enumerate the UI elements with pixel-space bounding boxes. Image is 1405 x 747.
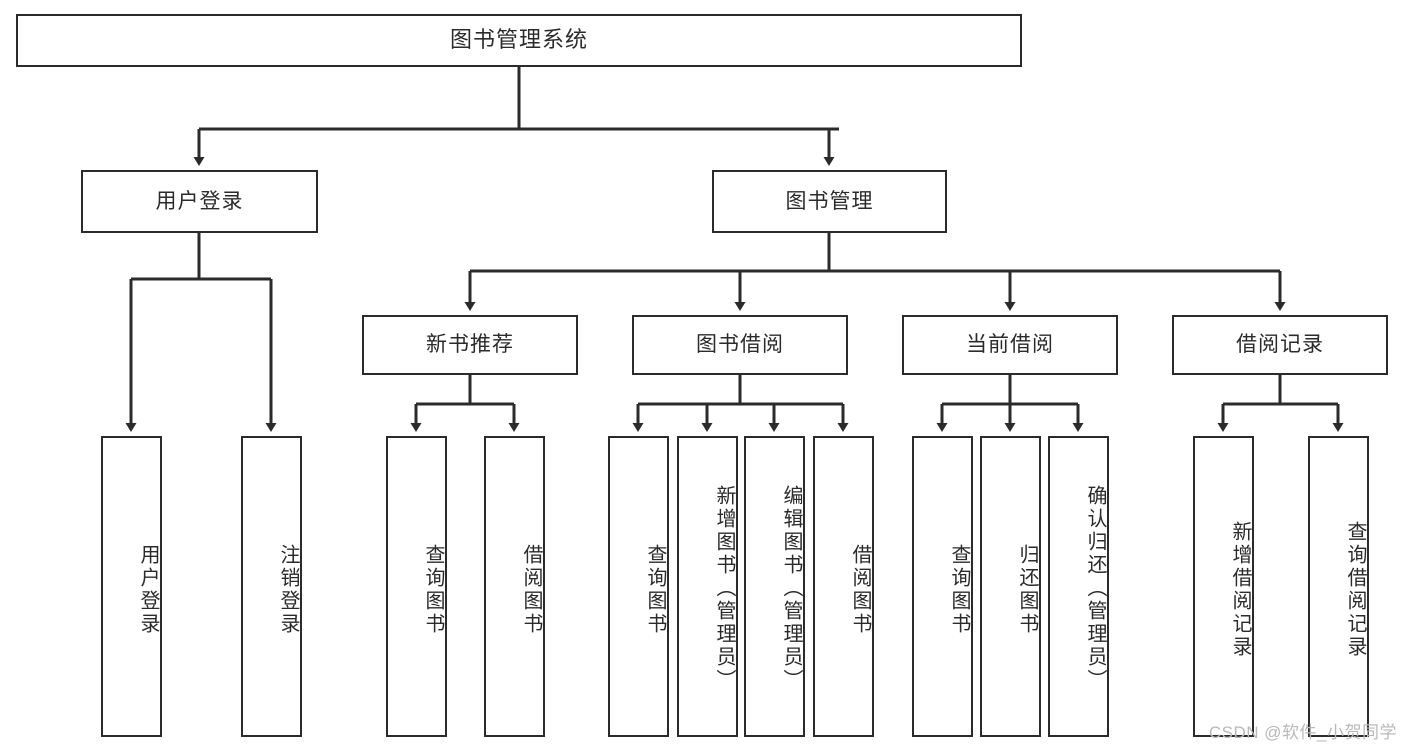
leaf-confirm-return-admin-label: 确认归还（管理员） <box>1084 485 1106 692</box>
node-root[interactable]: 图书管理系统 <box>16 14 1022 67</box>
leaf-query-book-current-label: 查询图书 <box>948 543 970 636</box>
node-root-label: 图书管理系统 <box>449 27 588 53</box>
node-new-book-recommend[interactable]: 新书推荐 <box>362 315 578 375</box>
leaf-borrow-book[interactable]: 借阅图书 <box>813 436 874 737</box>
leaf-query-book-newbook-label: 查询图书 <box>422 543 444 636</box>
node-borrow-record[interactable]: 借阅记录 <box>1172 315 1388 375</box>
node-new-book-recommend-label: 新书推荐 <box>426 333 514 357</box>
leaf-query-book-current[interactable]: 查询图书 <box>912 436 973 737</box>
leaf-query-book-newbook[interactable]: 查询图书 <box>386 436 447 737</box>
leaf-query-book-borrow[interactable]: 查询图书 <box>608 436 669 737</box>
node-user-login[interactable]: 用户登录 <box>81 170 318 233</box>
leaf-add-book-admin[interactable]: 新增图书（管理员） <box>677 436 738 737</box>
node-book-manage-label: 图书管理 <box>785 189 874 213</box>
node-borrow-record-label: 借阅记录 <box>1236 333 1324 357</box>
leaf-logout-label: 注销登录 <box>277 543 299 636</box>
leaf-borrow-book-newbook[interactable]: 借阅图书 <box>484 436 545 737</box>
leaf-user-login[interactable]: 用户登录 <box>101 436 162 737</box>
leaf-borrow-book-label: 借阅图书 <box>849 543 871 636</box>
leaf-user-login-label: 用户登录 <box>137 543 159 636</box>
node-current-borrow[interactable]: 当前借阅 <box>902 315 1118 375</box>
node-current-borrow-label: 当前借阅 <box>966 333 1054 357</box>
node-book-borrow[interactable]: 图书借阅 <box>632 315 848 375</box>
leaf-add-book-admin-label: 新增图书（管理员） <box>713 485 735 692</box>
node-book-manage[interactable]: 图书管理 <box>712 170 947 233</box>
leaf-add-borrow-record[interactable]: 新增借阅记录 <box>1193 436 1254 737</box>
leaf-add-borrow-record-label: 新增借阅记录 <box>1229 520 1251 659</box>
leaf-query-borrow-record-label: 查询借阅记录 <box>1344 520 1366 659</box>
leaf-confirm-return-admin[interactable]: 确认归还（管理员） <box>1048 436 1109 737</box>
leaf-edit-book-admin[interactable]: 编辑图书（管理员） <box>744 436 805 737</box>
leaf-return-book-label: 归还图书 <box>1016 543 1038 636</box>
leaf-return-book[interactable]: 归还图书 <box>980 436 1041 737</box>
leaf-borrow-book-newbook-label: 借阅图书 <box>520 543 542 636</box>
node-user-login-label: 用户登录 <box>155 189 244 213</box>
leaf-query-borrow-record[interactable]: 查询借阅记录 <box>1308 436 1369 737</box>
leaf-edit-book-admin-label: 编辑图书（管理员） <box>780 485 802 692</box>
leaf-query-book-borrow-label: 查询图书 <box>644 543 666 636</box>
leaf-logout[interactable]: 注销登录 <box>241 436 302 737</box>
node-book-borrow-label: 图书借阅 <box>696 333 784 357</box>
